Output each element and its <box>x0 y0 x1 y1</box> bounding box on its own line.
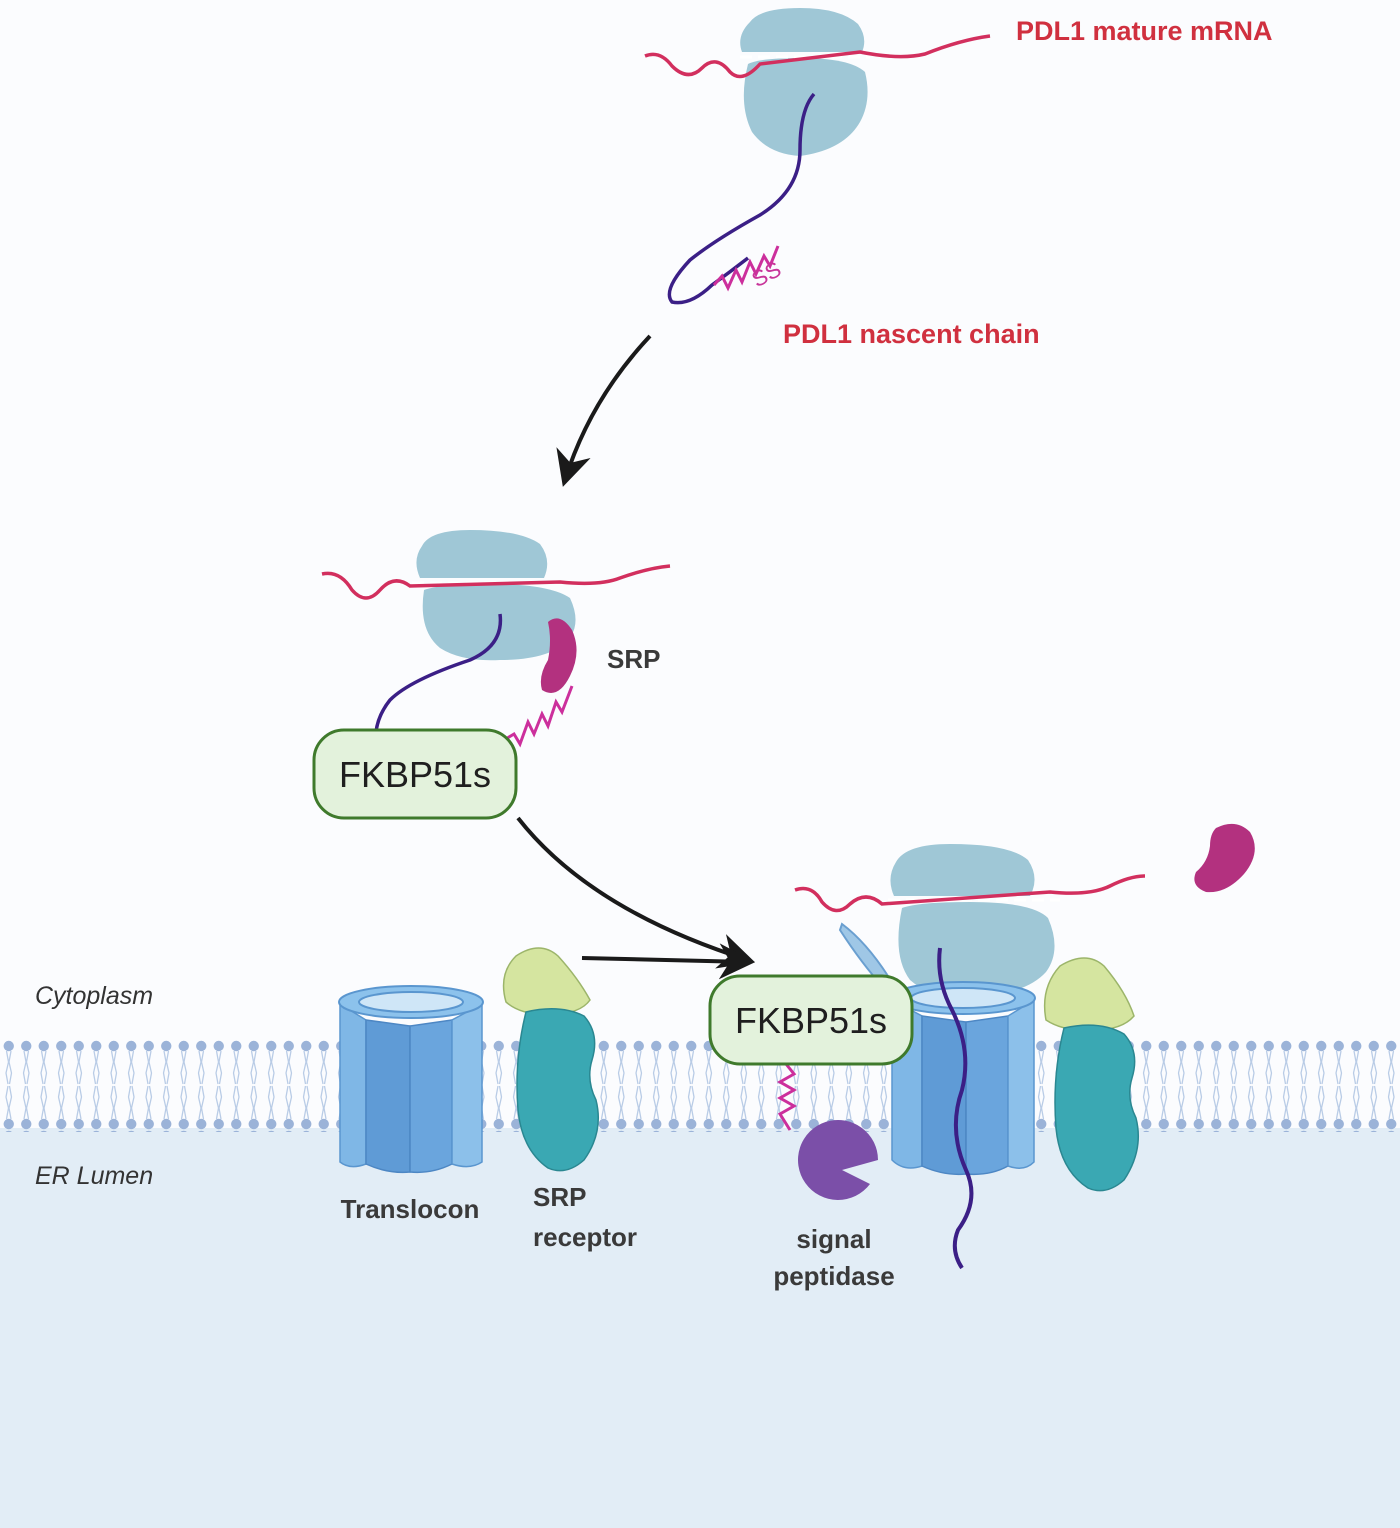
signal-peptidase-label-line2: peptidase <box>773 1261 894 1291</box>
membrane-icon <box>0 1040 1400 1132</box>
mrna-strand-top <box>644 34 991 79</box>
srp-icon <box>1194 823 1255 893</box>
arrow-icon <box>556 334 652 487</box>
er-lumen-region <box>0 1128 1400 1528</box>
translocon-icon <box>338 985 484 1174</box>
fkbp51s-box-top: FKBP51s <box>312 728 518 820</box>
translocon-label: Translocon <box>341 1194 480 1224</box>
signal-sequence-middle <box>503 685 574 748</box>
srp-icon <box>540 618 577 693</box>
nascent-chain-label: PDL1 nascent chain <box>783 319 1040 349</box>
srp-receptor-label-line1: SRP <box>533 1182 586 1212</box>
nascent-chain-translocating <box>937 947 974 1270</box>
signal-peptidase-icon <box>798 1120 878 1200</box>
signal-sequence-label: SS <box>748 256 786 292</box>
mrna-strand-bottom <box>794 874 1146 913</box>
srp-receptor-icon <box>1043 957 1139 1192</box>
fkbp51s-label-top: FKBP51s <box>339 754 491 795</box>
fkbp51s-box-bottom: FKBP51s <box>708 974 914 1066</box>
mature-mrna-label: PDL1 mature mRNA <box>1016 16 1273 46</box>
srp-receptor-label-line2: receptor <box>533 1222 637 1252</box>
fkbp51s-label-bottom: FKBP51s <box>735 1000 887 1041</box>
srp-receptor-icon <box>502 947 599 1172</box>
arrow-icon <box>516 816 755 969</box>
arrow-icon <box>581 943 756 980</box>
srp-label: SRP <box>607 644 660 674</box>
cytoplasm-label: Cytoplasm <box>35 982 153 1010</box>
signal-peptidase-label-line1: signal <box>796 1224 871 1254</box>
nascent-chain-top <box>667 92 816 305</box>
signal-sequence-top <box>712 245 780 292</box>
ribosome-icon <box>740 8 870 156</box>
er-lumen-label: ER Lumen <box>35 1162 153 1190</box>
mrna-strand-middle <box>321 564 671 600</box>
nascent-chain-middle <box>374 613 503 733</box>
signal-sequence-membrane <box>776 1063 798 1131</box>
ribosome-icon <box>888 844 1060 997</box>
